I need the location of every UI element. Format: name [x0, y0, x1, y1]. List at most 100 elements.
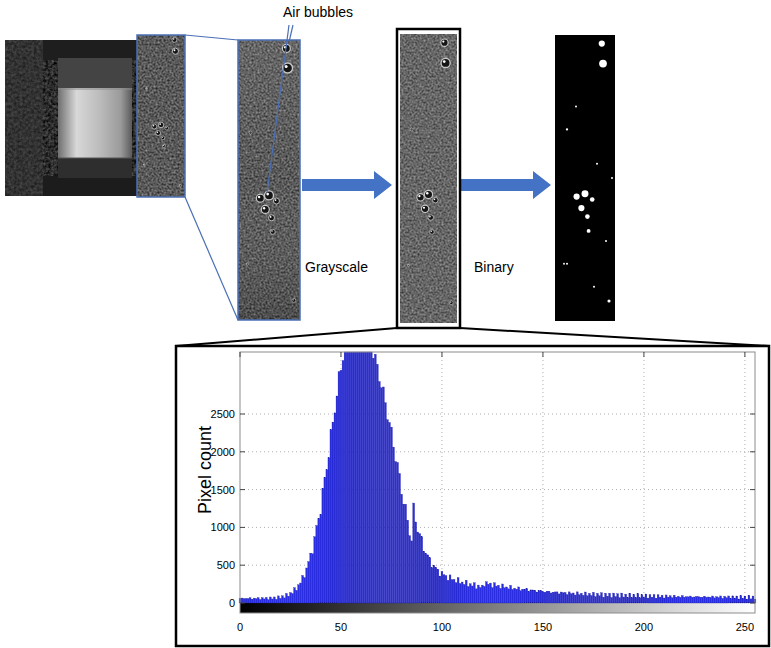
histogram-bar [342, 361, 344, 603]
histogram-bar [288, 596, 290, 603]
histogram-bar [526, 589, 528, 603]
histogram-bar [649, 595, 651, 603]
histogram-bar [360, 352, 362, 603]
histogram-bar [265, 597, 267, 603]
histogram-bar [530, 590, 532, 603]
histogram-bar [380, 388, 382, 603]
bubble-highlight [174, 49, 176, 51]
histogram-bar [340, 370, 342, 603]
bubble-highlight [249, 131, 250, 132]
histogram-bar [512, 589, 514, 603]
histogram-bar [352, 352, 354, 603]
histogram-bar [532, 590, 534, 603]
bubble-dot [593, 286, 595, 288]
process-arrow [461, 171, 551, 199]
tick-label: 1000 [211, 521, 235, 533]
bubble-highlight [443, 60, 446, 63]
histogram-bar [702, 597, 704, 603]
histogram-bar [419, 534, 421, 603]
histogram-bar [269, 597, 271, 603]
air-bubble [172, 37, 177, 42]
histogram-bar [318, 518, 320, 603]
part-photo [5, 35, 185, 197]
histogram-bar [296, 590, 298, 603]
histogram-bar [710, 597, 712, 603]
histogram-bar [374, 354, 376, 603]
histogram-bar [324, 477, 326, 603]
histogram-bar [279, 598, 281, 603]
air-bubble [421, 205, 428, 212]
histogram-bar [364, 352, 366, 603]
air-bubble [152, 124, 157, 129]
air-bubble [256, 194, 264, 202]
histogram-bar [597, 593, 599, 603]
histogram-bar [574, 595, 576, 603]
zoom-line [185, 197, 238, 320]
histogram-bar [520, 591, 522, 603]
tick-label: 2000 [211, 446, 235, 458]
histogram-bar [401, 494, 403, 603]
bubble-dot [596, 163, 598, 165]
bubble-highlight [157, 132, 158, 133]
bubble-dot [575, 106, 577, 108]
histogram-bar [522, 589, 524, 603]
leader-line [289, 25, 293, 42]
histogram-bar [593, 592, 595, 603]
bubble-highlight [258, 196, 260, 198]
histogram-bar [718, 598, 720, 603]
histogram-bar [607, 596, 609, 603]
histogram-bar [290, 593, 292, 603]
histogram-bar [473, 583, 475, 603]
histogram-bar [629, 593, 631, 603]
histogram-bar [461, 582, 463, 603]
air-bubble [179, 184, 181, 186]
histogram-bar [748, 595, 750, 603]
tick-label: 200 [635, 621, 653, 633]
histogram-bar [667, 597, 669, 603]
histogram-bar [633, 594, 635, 603]
histogram-bar [502, 584, 504, 603]
histogram-bar [247, 599, 249, 603]
histogram-bar [391, 427, 393, 603]
histogram-bar [477, 585, 479, 603]
bubble-highlight [270, 216, 272, 218]
histogram-bar [643, 597, 645, 603]
histogram-bar [496, 586, 498, 603]
histogram-bar [663, 598, 665, 603]
histogram-bar [393, 447, 395, 603]
tick-label: 250 [736, 621, 754, 633]
bubble-highlight [293, 299, 294, 300]
histogram-bar [443, 575, 445, 603]
histogram-bar [326, 470, 328, 603]
histogram-bar [471, 586, 473, 603]
histogram-bar [506, 587, 508, 603]
histogram-bar [540, 591, 542, 603]
histogram-bar [564, 593, 566, 603]
histogram-bar [712, 596, 714, 603]
histogram-bar [362, 352, 364, 603]
histogram-bar [601, 593, 603, 603]
histogram-bar [720, 596, 722, 603]
histogram-bar [548, 591, 550, 603]
histogram-bar [455, 583, 457, 603]
histogram-bar [655, 598, 657, 603]
histogram-bar [411, 541, 413, 603]
bubble-dot [590, 197, 595, 202]
bubble-highlight [246, 263, 247, 264]
histogram-bar [447, 580, 449, 603]
histogram-bar [611, 598, 613, 603]
histogram-bar [744, 596, 746, 603]
histogram-bar [750, 599, 752, 603]
tick-label: 0 [237, 621, 243, 633]
bubble-dot [574, 193, 580, 199]
bubble-highlight [159, 123, 161, 125]
histogram-bar [348, 352, 350, 603]
bubble-highlight [426, 192, 428, 194]
tick-marks [240, 352, 755, 603]
histogram-bar [378, 382, 380, 603]
histogram-bar [675, 597, 677, 603]
histogram-bar [562, 593, 564, 603]
air-bubble [441, 58, 450, 67]
histogram-bar [716, 597, 718, 603]
